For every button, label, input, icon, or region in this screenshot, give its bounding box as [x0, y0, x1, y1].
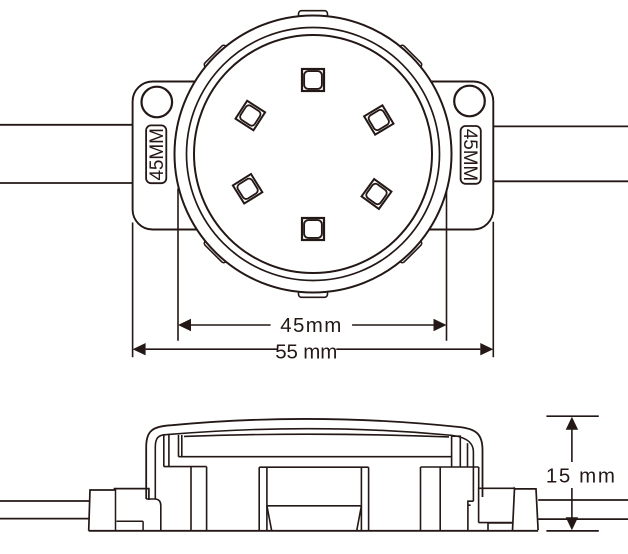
- svg-text:45MM: 45MM: [147, 128, 168, 181]
- svg-text:55 mm: 55 mm: [275, 341, 337, 364]
- svg-text:45MM: 45MM: [459, 129, 480, 182]
- svg-text:15 mm: 15 mm: [546, 465, 615, 488]
- svg-text:45mm: 45mm: [280, 314, 341, 337]
